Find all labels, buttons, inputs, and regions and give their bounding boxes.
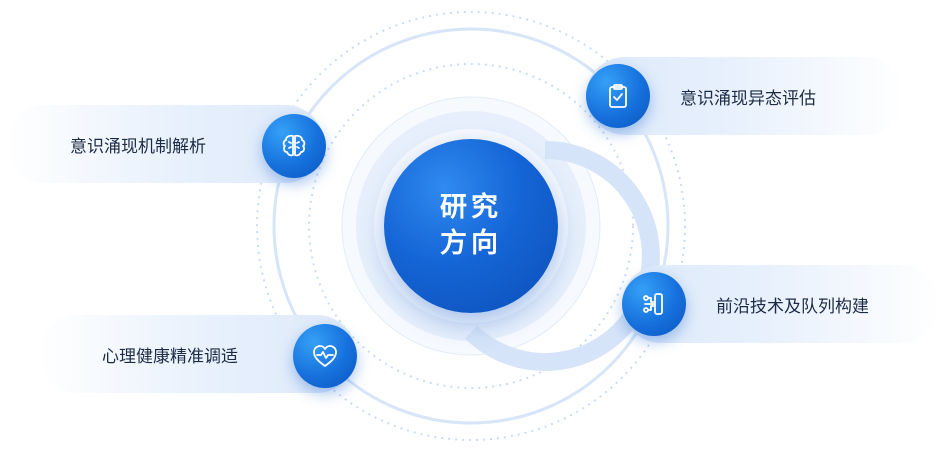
heart-pulse-icon	[293, 324, 357, 388]
node-label: 前沿技术及队列构建	[716, 296, 869, 317]
node-label: 意识涌现异态评估	[680, 88, 816, 109]
center-title-line1: 研究	[440, 192, 502, 223]
center-node: 研究 方向	[384, 139, 558, 313]
node-pill-consciousness-assessment: 意识涌现异态评估	[586, 57, 904, 135]
brain-icon	[262, 114, 326, 178]
outer-solid-ring	[272, 27, 670, 425]
clipboard-check-icon	[586, 64, 650, 128]
middle-dotted-ring	[308, 63, 634, 389]
center-title-line2: 方向	[440, 228, 502, 259]
outer-dotted-ring	[256, 11, 686, 441]
node-label: 心理健康精准调适	[102, 346, 238, 367]
network-icon	[622, 272, 686, 336]
node-label: 意识涌现机制解析	[70, 136, 206, 157]
